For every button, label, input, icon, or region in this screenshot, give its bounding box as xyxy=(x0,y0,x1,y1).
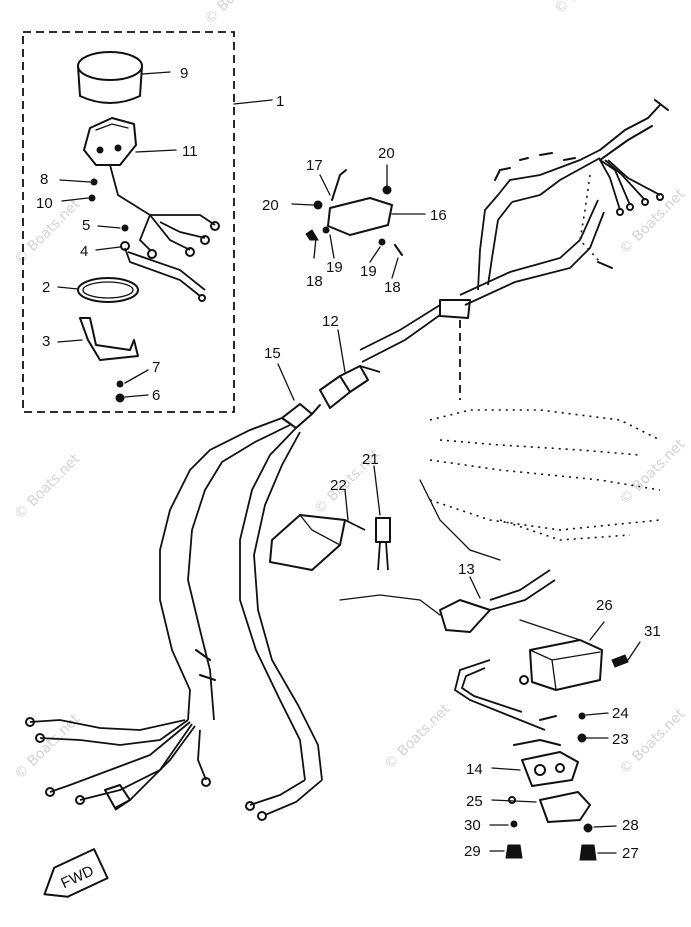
callout-21: 21 xyxy=(362,451,379,468)
callout-20-left: 20 xyxy=(262,197,279,214)
bolt-29 xyxy=(505,844,523,859)
fwd-arrow-icon: FWD xyxy=(43,848,109,898)
callout-16: 16 xyxy=(430,207,447,224)
callout-23: 23 xyxy=(612,731,629,748)
coil-14 xyxy=(491,739,579,787)
callout-26: 26 xyxy=(596,597,613,614)
callout-31: 31 xyxy=(644,623,661,640)
callout-13: 13 xyxy=(458,561,475,578)
callout-5: 5 xyxy=(82,217,90,234)
callout-17: 17 xyxy=(306,157,323,174)
callout-12: 12 xyxy=(322,313,339,330)
ring-2 xyxy=(77,277,139,303)
bulb-5 xyxy=(121,224,129,232)
nut-6 xyxy=(115,393,125,403)
callout-1: 1 xyxy=(276,93,284,110)
cdi-unit-26 xyxy=(519,621,605,691)
screw-23 xyxy=(577,733,587,743)
callout-30: 30 xyxy=(464,817,481,834)
connector-12 xyxy=(319,329,381,409)
washer-24 xyxy=(578,712,586,720)
cable-end xyxy=(249,779,306,806)
callout-labels: 1 9 11 8 10 5 4 2 3 7 6 17 20 20 16 19 1… xyxy=(36,65,661,862)
engine-outline xyxy=(419,409,661,561)
lamp-lead-4 xyxy=(124,247,201,297)
washer-10 xyxy=(88,194,96,202)
callout-9: 9 xyxy=(180,65,188,82)
callout-22: 22 xyxy=(330,477,347,494)
watermark: © Boats.net xyxy=(202,0,274,28)
sensor-21 xyxy=(373,465,391,571)
callout-19-right: 19 xyxy=(360,263,377,280)
callout-19-left: 19 xyxy=(326,259,343,276)
bracket-25 xyxy=(491,791,591,823)
callout-10: 10 xyxy=(36,195,53,212)
callout-14: 14 xyxy=(466,761,483,778)
callout-2: 2 xyxy=(42,279,50,296)
callout-3: 3 xyxy=(42,333,50,350)
meter-body xyxy=(83,117,220,259)
watermark: © Boats.net xyxy=(382,701,454,773)
callout-11: 11 xyxy=(182,143,198,160)
coil-13 xyxy=(339,569,581,641)
callout-25: 25 xyxy=(466,793,483,810)
clip-31 xyxy=(611,654,629,668)
lower-left-harness xyxy=(25,649,216,811)
rectifier-22 xyxy=(269,489,366,571)
watermark: © Boats.net xyxy=(552,0,624,18)
callout-28: 28 xyxy=(622,817,639,834)
kit-box-outline xyxy=(22,31,235,413)
callout-29: 29 xyxy=(464,843,481,860)
fwd-label: FWD xyxy=(58,862,96,892)
bolt-27 xyxy=(579,844,597,861)
callout-4: 4 xyxy=(80,243,88,260)
connector-15 xyxy=(159,363,323,781)
callout-15: 15 xyxy=(264,345,281,362)
washer-7 xyxy=(116,380,124,388)
callout-24: 24 xyxy=(612,705,629,722)
washer-30 xyxy=(510,820,518,828)
callout-27: 27 xyxy=(622,845,639,862)
callout-8: 8 xyxy=(40,171,48,188)
leader-line xyxy=(233,99,273,105)
callout-20-top: 20 xyxy=(378,145,395,162)
watermark: © Boats.net xyxy=(12,451,84,523)
callout-7: 7 xyxy=(152,359,160,376)
nut-8 xyxy=(90,178,98,186)
washer-28 xyxy=(583,823,593,833)
callout-18-right: 18 xyxy=(384,279,401,296)
callout-6: 6 xyxy=(152,387,160,404)
coil-lead xyxy=(453,659,546,731)
switch-assembly-16 xyxy=(291,164,426,279)
bracket-3 xyxy=(79,317,139,361)
meter-cover xyxy=(77,51,171,104)
watermark: © Boats.net xyxy=(617,436,689,508)
main-harness xyxy=(359,99,669,400)
callout-18-left: 18 xyxy=(306,273,323,290)
